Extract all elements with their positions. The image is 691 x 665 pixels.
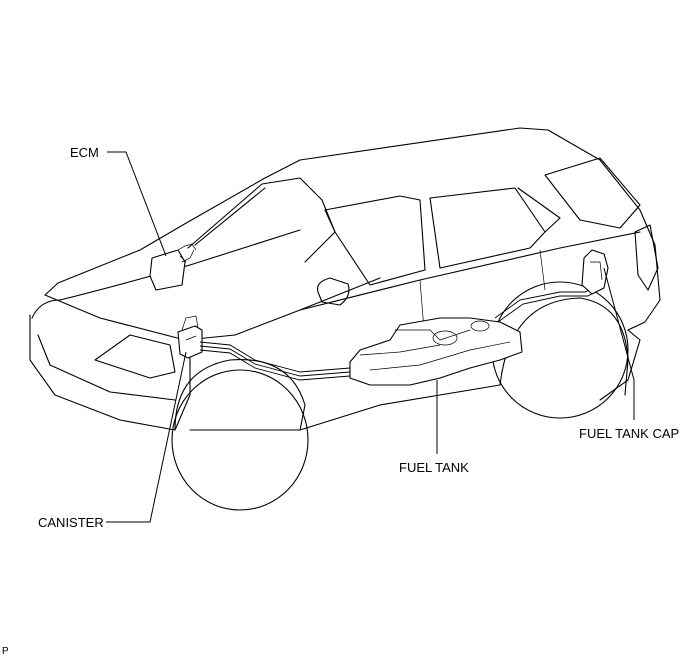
ecm-unit [149, 243, 197, 291]
vapor-pipes [199, 341, 351, 381]
fuel-tank-cap-leader-line [603, 267, 635, 420]
ecm-label: ECM [70, 145, 99, 160]
fuel-tank-unit [349, 317, 523, 386]
fuel-tank-label: FUEL TANK [399, 460, 469, 475]
canister-label: CANISTER [38, 515, 104, 530]
ecm-leader-line [107, 151, 167, 257]
car-body [29, 127, 661, 511]
fuel-filler-unit [494, 249, 609, 323]
canister-unit [177, 315, 203, 359]
leader-lines [106, 151, 635, 523]
canister-leader-line [106, 351, 187, 523]
illustration-code-label: P [2, 646, 9, 657]
fuel-tank-cap-label: FUEL TANK CAP [579, 426, 680, 441]
